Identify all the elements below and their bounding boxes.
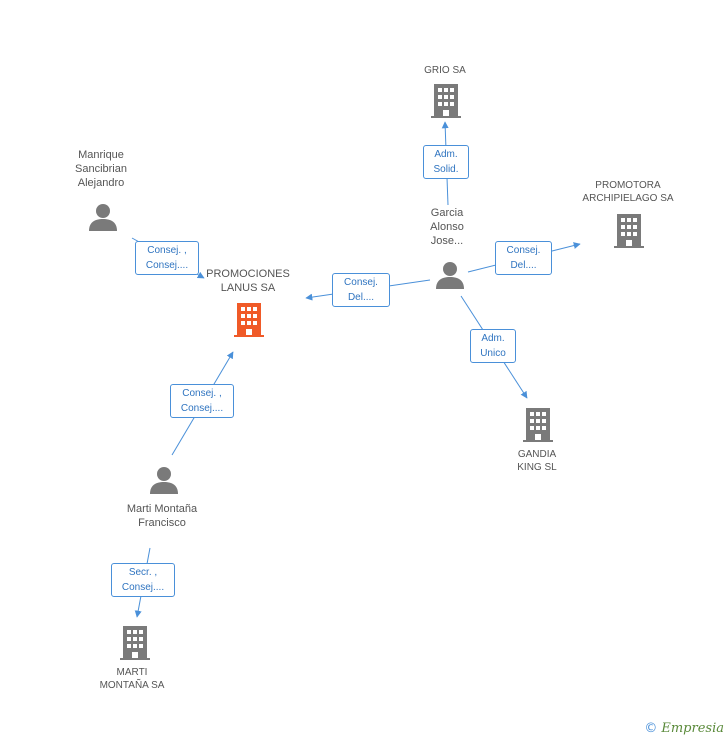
node-label-grio-sa[interactable]: GRIO SA — [424, 65, 466, 76]
edge-label-line: Adm. — [434, 149, 458, 160]
edge-label-line: Consej.... — [121, 582, 165, 593]
edge-label-line: Consej.... — [145, 260, 189, 271]
edge-label-manrique-promociones[interactable]: Consej. , Consej.... — [135, 241, 199, 275]
edge-label-martif-martisa[interactable]: Secr. , Consej.... — [111, 563, 175, 597]
node-label-promociones-lanus-sa[interactable]: PROMOCIONES LANUS SA — [206, 268, 290, 294]
edge-label-line: Consej. — [344, 277, 378, 288]
node-label-marti-montana-sa[interactable]: MARTI MONTAÑA SA — [99, 667, 165, 691]
edge-label-martif-promociones[interactable]: Consej. , Consej.... — [170, 384, 234, 418]
building-icon[interactable] — [523, 408, 553, 447]
edge-label-line: Solid. — [433, 164, 459, 175]
building-icon-focus[interactable] — [234, 303, 264, 342]
edge-label-line: Consej. , — [182, 388, 222, 399]
edge-label-garcia-promociones[interactable]: Consej. Del.... — [332, 273, 390, 307]
edge-label-line: Consej. , — [147, 245, 187, 256]
edge-label-line: Adm. — [481, 333, 505, 344]
building-icon[interactable] — [431, 84, 461, 123]
building-icon[interactable] — [120, 626, 150, 665]
edge-label-garcia-promotora[interactable]: Consej. Del.... — [495, 241, 552, 275]
node-label-garcia-alonso-jose[interactable]: Garcia Alonso Jose... — [430, 207, 464, 247]
person-icon[interactable] — [89, 203, 117, 236]
edge-label-line: Consej.... — [180, 403, 224, 414]
node-label-promotora-archipielago-sa[interactable]: PROMOTORA ARCHIPIELAGO SA — [582, 180, 674, 204]
edge-label-garcia-grio[interactable]: Adm. Solid. — [423, 145, 469, 179]
building-icon[interactable] — [614, 214, 644, 253]
watermark: ©Empresia — [644, 721, 724, 736]
node-label-manrique-sancibrian-alejandro[interactable]: Manrique Sancibrian Alejandro — [75, 149, 127, 189]
edge-label-line: Unico — [480, 348, 506, 359]
edge-label-line: Secr. , — [128, 567, 158, 578]
person-icon[interactable] — [436, 261, 464, 294]
person-icon[interactable] — [150, 466, 178, 499]
edge-label-line: Del.... — [510, 260, 537, 271]
edge-label-garcia-gandia[interactable]: Adm. Unico — [470, 329, 516, 363]
node-label-gandia-king-sl[interactable]: GANDIA KING SL — [517, 449, 557, 473]
brand-logo-text: Empresia — [661, 721, 724, 736]
copyright-symbol: © — [644, 721, 658, 736]
node-label-marti-montana-francisco[interactable]: Marti Montaña Francisco — [126, 503, 198, 529]
edge-label-line: Del.... — [347, 292, 375, 303]
edge-label-line: Consej. — [506, 245, 541, 256]
